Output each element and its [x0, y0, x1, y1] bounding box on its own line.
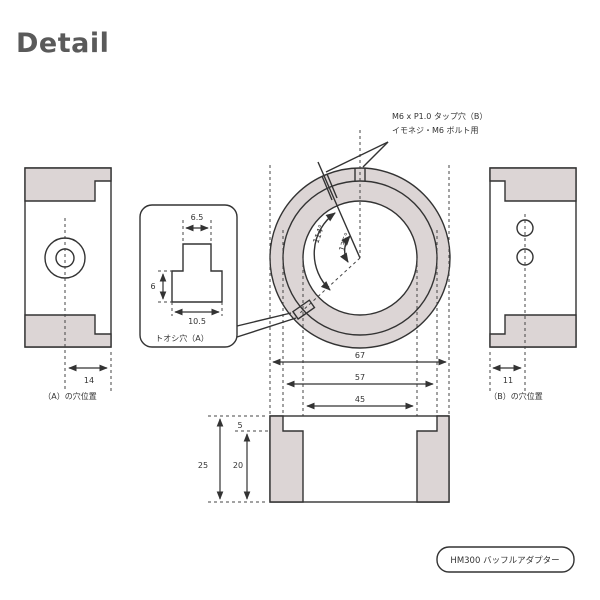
dim-10-5-label: 10.5: [188, 317, 206, 326]
product-label: HM300 バッフルアダプター: [450, 555, 559, 566]
detail-a-label: トオシ穴（A）: [155, 333, 208, 343]
dim-25-label: 25: [198, 461, 208, 470]
dim-6-5-label: 6.5: [191, 213, 204, 222]
callout-b-line2: イモネジ・M6 ボルト用: [392, 126, 479, 135]
left-view-label: （A）の穴位置: [43, 391, 96, 401]
side-section-view: 25 20 5: [198, 415, 450, 503]
angle-114-label: 114°: [311, 223, 326, 244]
dim-14-label: 14: [84, 376, 94, 385]
dim-45-label: 45: [355, 395, 365, 404]
detail-a-box: 6.5 6 10.5 トオシ穴（A）: [139, 204, 297, 348]
callout-b-line1: M6 x P1.0 タップ穴（B）: [392, 111, 487, 121]
dim-67-label: 67: [355, 351, 365, 360]
product-label-box: HM300 バッフルアダプター: [436, 546, 575, 573]
hole-a-marker: [291, 299, 316, 320]
angle-135-label: 135°: [337, 231, 352, 252]
dim-5-label: 5: [237, 421, 242, 430]
hole-a-inner-icon: [55, 248, 75, 268]
dim-57-label: 57: [355, 373, 365, 382]
right-side-view: 11 （B）の穴位置: [489, 167, 577, 401]
right-view-label: （B）の穴位置: [489, 391, 543, 401]
dim-20-label: 20: [233, 461, 243, 470]
dim-11-label: 11: [503, 376, 513, 385]
dim-6-label: 6: [150, 282, 155, 291]
left-side-view: 14 （A）の穴位置: [24, 167, 112, 401]
ring-top-view: 114° 135° M6 x P1.0 タップ穴（B） イモネジ・M6 ボルト用…: [269, 111, 487, 416]
page-title: Detail: [16, 28, 110, 59]
